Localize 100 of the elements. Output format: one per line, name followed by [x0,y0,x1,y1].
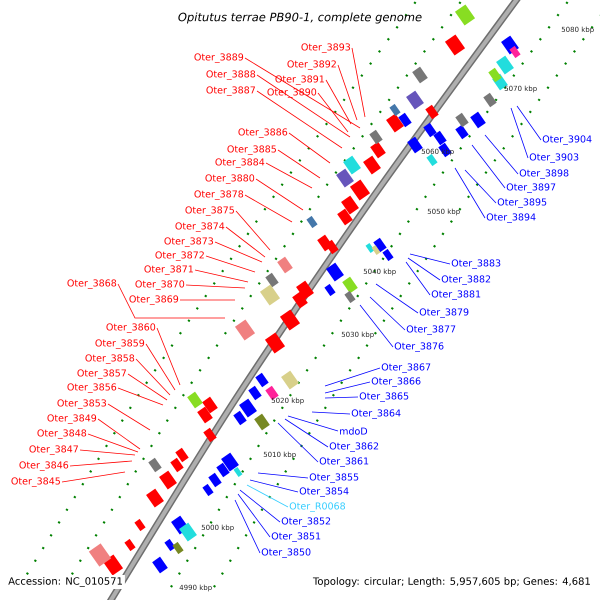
leader-line [244,58,360,128]
gene-label: Oter_3865 [360,392,408,402]
leader-line [146,344,176,390]
gene-label: Oter_3884 [215,158,264,168]
leader-line [516,106,542,140]
gene-label: Oter_3857 [77,369,126,379]
leader-line [324,368,380,386]
leader-line [484,134,518,174]
leader-line [324,396,358,398]
leader-line [288,132,330,164]
leader-line [266,162,312,188]
leader-line [62,472,126,482]
leader-line [338,64,358,120]
leader-line [284,418,328,448]
gene-label: Oter_3845 [11,477,60,487]
leader-line [206,256,256,272]
leader-line [352,48,366,118]
gene-label: Oter_3861 [320,457,368,467]
leader-line [236,210,270,250]
gene-label: Oter_3872 [155,251,204,261]
gene-label: Oter_3859 [95,339,144,349]
leader-line [256,90,342,148]
leader-line [464,170,496,204]
title: Opitutus terrae PB90-1, complete genome [178,12,422,24]
gene-label: Oter_3889 [194,53,244,63]
gene-label: Oter_3850 [262,548,310,558]
leader-line [136,358,170,396]
gene-label: Oter_3851 [272,532,320,542]
leader-line [256,74,350,138]
gene-label: Oter_3888 [206,70,256,80]
leader-line [244,194,292,222]
leader-line [376,284,418,314]
leader-line [408,258,440,280]
gene-label: Oter_3870 [135,280,184,290]
leader-line [278,150,320,178]
gene-label: Oter_3853 [57,399,106,409]
gene-label: Oter_3893 [301,43,350,53]
leader-line [108,404,150,430]
gene-label: Oter_3904 [542,135,592,145]
gene-label: Oter_3871 [144,265,193,275]
leader-line [258,472,308,478]
gene-label: Oter_3854 [300,487,349,497]
leader-line [246,484,288,508]
leader-line [256,178,304,210]
leader-line [312,412,350,414]
gene-label: Oter_3894 [486,213,536,223]
gene-label: Oter_3882 [442,275,490,285]
leader-line [326,80,352,124]
gene-label: Oter_3892 [287,60,336,70]
leader-line [98,418,140,450]
leader-line [186,284,246,288]
gene-label: Oter_3895 [498,198,546,208]
gene-label: Oter_3852 [282,517,330,527]
gene-label: Oter_3887 [206,86,255,96]
gene-label: Oter_3877 [406,325,456,335]
leader-line [510,108,528,158]
topology-text: Topology: circular; Length: 5,957,605 bp; Genes: 4,681 [310,575,593,589]
gene-label: Oter_3867 [382,363,430,373]
leader-line [288,416,338,432]
leader-line [278,422,318,462]
leader-line [156,328,180,386]
gene-label: Oter_3874 [175,222,224,232]
leader-line [214,242,262,262]
leader-line [370,296,406,330]
gene-label: Oter_3846 [19,461,68,471]
leader-line [80,450,136,456]
leader-line [410,254,450,264]
gene-label: Oter_3903 [530,153,578,163]
accession-text: Accession: NC_010571 [6,575,125,589]
gene-label: Oter_3869 [129,295,178,305]
leader-line [360,304,394,348]
gene-label: Oter_3864 [352,409,401,419]
gene-label: Oter_3868 [67,279,116,289]
leader-line [240,490,280,522]
leader-line [318,92,348,132]
gene-label: Oter_3847 [29,445,78,455]
gene-label: Oter_3879 [420,308,468,318]
leader-line [454,168,486,218]
gene-label: Oter_3881 [432,290,480,300]
leader-line [472,144,506,188]
gene-label: Oter_3878 [194,190,244,200]
gene-label: Oter_3880 [205,174,254,184]
leader-line [324,382,370,394]
gene-label: mdoD [340,427,368,435]
leader-line [88,434,138,452]
leader-line [128,374,168,400]
gene-label: Oter_3875 [185,206,234,216]
leader-line [70,460,132,466]
gene-label: Oter_R0068 [290,502,346,512]
gene-label: Oter_3855 [310,473,358,483]
gene-label: Oter_3873 [164,237,214,247]
gene-label: Oter_3885 [227,145,276,155]
gene-label: Oter_3849 [47,414,96,424]
gene-label: Oter_3858 [85,354,134,364]
gene-label: Oter_3898 [520,169,568,179]
leader-line [118,388,164,406]
gene-label: Oter_3883 [452,259,500,269]
gene-label: Oter_3860 [106,323,156,333]
gene-label: Oter_3897 [506,183,556,193]
leader-line [406,262,430,296]
